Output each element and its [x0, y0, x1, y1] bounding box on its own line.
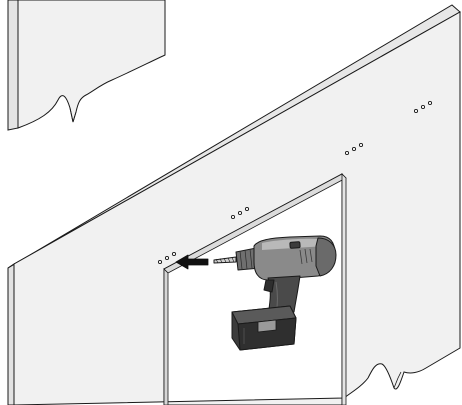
cordless-drill-icon	[213, 235, 337, 351]
drywall-panel	[7, 4, 461, 405]
screw-hole-group	[157, 251, 177, 265]
arrow-left-icon	[175, 254, 209, 270]
screw-hole-icon	[157, 259, 163, 265]
screw-hole-icon	[230, 214, 236, 220]
screw-hole-icon	[171, 251, 177, 257]
screw-hole-icon	[358, 142, 364, 148]
background-panel	[7, 0, 166, 131]
screw-hole-icon	[420, 104, 426, 110]
screw-hole-icon	[344, 150, 350, 156]
screw-holes	[157, 100, 433, 265]
screw-hole-icon	[427, 100, 433, 106]
screw-hole-icon	[413, 108, 419, 114]
screw-hole-icon	[244, 206, 250, 212]
screw-hole-icon	[351, 146, 357, 152]
screw-hole-icon	[164, 255, 170, 261]
screw-hole-group	[230, 206, 250, 220]
screw-hole-group	[344, 142, 364, 156]
screw-hole-group	[413, 100, 433, 114]
screw-hole-icon	[237, 210, 243, 216]
